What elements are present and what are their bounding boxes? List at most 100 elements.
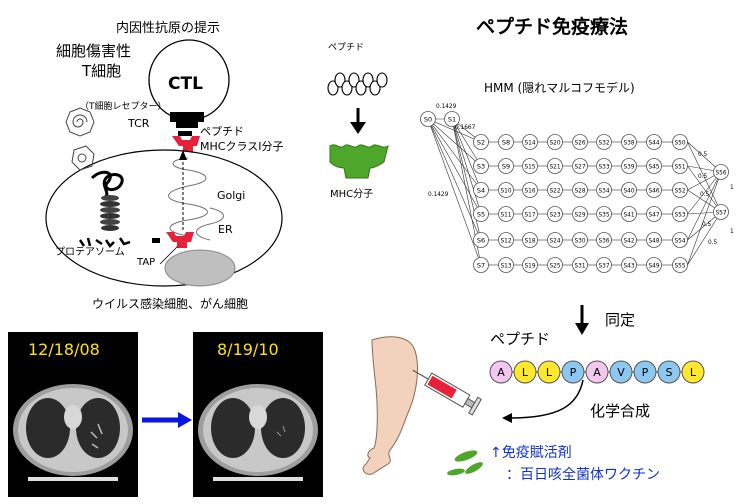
svg-text:A: A bbox=[497, 366, 505, 379]
svg-text:S27: S27 bbox=[574, 164, 585, 170]
hmm-state-node: S21 bbox=[547, 158, 563, 174]
hmm-state-node: S15 bbox=[522, 158, 538, 174]
proteasome-shape bbox=[100, 195, 120, 231]
hmm-state-node: S46 bbox=[646, 182, 662, 198]
hmm-state-node: S11 bbox=[498, 206, 514, 222]
svg-text:S53: S53 bbox=[674, 212, 685, 218]
amino-acid-bead: A bbox=[489, 360, 513, 384]
hmm-probability-label: 0.5 bbox=[700, 192, 710, 198]
hmm-state-node: S43 bbox=[621, 257, 637, 273]
hmm-state-node: S3 bbox=[473, 158, 489, 174]
transport-arrowhead bbox=[179, 150, 187, 160]
mhc-class1-bottom-shape bbox=[166, 232, 194, 248]
hmm-edge bbox=[687, 165, 722, 213]
hmm-edge bbox=[687, 141, 722, 213]
svg-text:S8: S8 bbox=[502, 138, 510, 146]
hmm-state-node: S20 bbox=[547, 134, 563, 150]
amino-acid-bead: S bbox=[657, 360, 681, 384]
svg-text:S42: S42 bbox=[623, 238, 634, 244]
svg-text:S51: S51 bbox=[674, 164, 685, 170]
synthesis-arrowhead bbox=[502, 413, 512, 423]
hmm-state-node: S13 bbox=[498, 257, 514, 273]
svg-text:S14: S14 bbox=[524, 140, 535, 146]
hmm-state-node: S8 bbox=[498, 134, 514, 150]
hmm-state-node: S9 bbox=[498, 158, 514, 174]
svg-text:S35: S35 bbox=[598, 212, 609, 218]
hmm-edge bbox=[427, 118, 482, 266]
svg-text:S57: S57 bbox=[715, 210, 726, 216]
svg-text:S10: S10 bbox=[500, 188, 511, 194]
svg-text:S21: S21 bbox=[549, 164, 560, 170]
amino-acid-bead: P bbox=[633, 360, 657, 384]
svg-text:S47: S47 bbox=[648, 212, 659, 218]
svg-text:S24: S24 bbox=[549, 238, 560, 244]
hmm-state-node: S7 bbox=[473, 257, 489, 273]
hmm-probability-label: 0.1429 bbox=[436, 104, 457, 110]
amino-acid-bead: P bbox=[561, 360, 585, 384]
bacteria-icon bbox=[454, 450, 478, 462]
svg-text:S7: S7 bbox=[477, 261, 485, 269]
hmm-state-node: S16 bbox=[522, 182, 538, 198]
golgi-membrane bbox=[168, 157, 208, 237]
mhc-molecule-shape bbox=[329, 144, 389, 179]
svg-text:S43: S43 bbox=[623, 263, 634, 269]
hmm-state-node: S17 bbox=[522, 206, 538, 222]
svg-text:S12: S12 bbox=[500, 238, 511, 244]
svg-text:L: L bbox=[690, 366, 697, 379]
svg-text:S23: S23 bbox=[549, 212, 560, 218]
svg-text:S44: S44 bbox=[648, 140, 659, 146]
hmm-state-node: S30 bbox=[572, 232, 588, 248]
synthesis-arrow bbox=[509, 379, 584, 419]
svg-text:S46: S46 bbox=[648, 188, 659, 194]
tap-pointer bbox=[159, 245, 179, 265]
svg-text:S1: S1 bbox=[448, 115, 456, 123]
svg-text:S9: S9 bbox=[502, 162, 510, 170]
ct-progress-arrowhead bbox=[178, 412, 192, 428]
hmm-state-node: S1 bbox=[444, 111, 460, 127]
arm-shape bbox=[362, 336, 418, 475]
svg-text:S54: S54 bbox=[674, 238, 685, 244]
tcr-label: TCR bbox=[128, 117, 150, 130]
syringe-icon bbox=[412, 369, 482, 416]
hmm-probability-label: 0.5 bbox=[708, 240, 718, 246]
hmm-state-node: S54 bbox=[672, 232, 688, 248]
peptide-chain bbox=[327, 72, 388, 96]
hmm-state-node: S29 bbox=[572, 206, 588, 222]
bacteria-icon bbox=[465, 462, 483, 474]
svg-text:S22: S22 bbox=[549, 188, 560, 194]
hmm-state-node: S19 bbox=[522, 257, 538, 273]
hmm-state-node: S24 bbox=[547, 232, 563, 248]
svg-text:P: P bbox=[570, 366, 577, 379]
hmm-state-node: S47 bbox=[646, 206, 662, 222]
antigen-presentation-title: 内因性抗原の提示 bbox=[116, 21, 221, 36]
peptide-label: ペプチド bbox=[200, 125, 244, 138]
amino-acid-bead: L bbox=[513, 360, 537, 384]
hmm-state-node: S31 bbox=[572, 257, 588, 273]
peptide-sequence-label: ペプチド bbox=[490, 330, 551, 348]
ctl-description-line2: T細胞 bbox=[82, 62, 122, 80]
hmm-edge bbox=[427, 118, 482, 215]
svg-text:S33: S33 bbox=[598, 164, 609, 170]
hmm-probability-label: 1 bbox=[730, 229, 734, 235]
svg-text:S4: S4 bbox=[477, 186, 485, 194]
svg-text:S: S bbox=[666, 366, 673, 379]
hmm-state-node: S12 bbox=[498, 232, 514, 248]
proteasome-label: プロテアソーム bbox=[55, 247, 125, 258]
bacteria-icon bbox=[447, 468, 465, 476]
hmm-state-node: S44 bbox=[646, 134, 662, 150]
hmm-state-node: S25 bbox=[547, 257, 563, 273]
ct-date-after: 8/19/10 bbox=[217, 340, 279, 359]
hmm-state-node: S50 bbox=[672, 134, 688, 150]
hmm-state-node: S10 bbox=[498, 182, 514, 198]
ct-date-before: 12/18/08 bbox=[28, 340, 100, 359]
amino-acid-bead: V bbox=[609, 360, 633, 384]
hmm-edge bbox=[687, 171, 722, 266]
mhc-molecule-label: MHC分子 bbox=[330, 189, 374, 200]
identify-arrowhead bbox=[575, 323, 589, 335]
svg-text:P: P bbox=[642, 366, 649, 379]
